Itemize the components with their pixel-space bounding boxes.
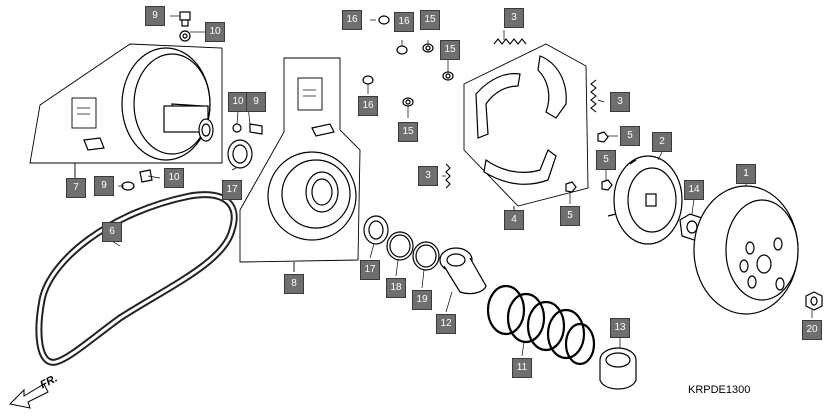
diagram-code: KRPDE1300 bbox=[688, 384, 751, 396]
callout-part-9: 9 bbox=[94, 176, 114, 196]
drive-face bbox=[71, 47, 214, 161]
callout-part-15: 15 bbox=[398, 122, 418, 142]
callout-part-18: 18 bbox=[386, 278, 406, 298]
callout-part-1: 1 bbox=[736, 164, 756, 184]
callout-part-6: 6 bbox=[102, 222, 122, 242]
callout-part-17: 17 bbox=[360, 260, 380, 280]
clutch-shoes bbox=[475, 55, 567, 185]
callout-part-9: 9 bbox=[145, 6, 165, 26]
callout-part-5: 5 bbox=[620, 126, 640, 146]
front-direction-arrow bbox=[8, 383, 49, 409]
collar-12 bbox=[439, 247, 487, 295]
spring-11 bbox=[486, 284, 596, 366]
callout-part-16: 16 bbox=[342, 10, 362, 30]
callout-part-5: 5 bbox=[560, 206, 580, 226]
nut-20 bbox=[805, 291, 823, 311]
callout-part-7: 7 bbox=[66, 178, 86, 198]
callout-part-16: 16 bbox=[358, 96, 378, 116]
driven-face bbox=[267, 77, 357, 241]
bearing-17-left bbox=[227, 139, 253, 169]
callout-part-10: 10 bbox=[164, 168, 184, 188]
callout-part-11: 11 bbox=[512, 358, 532, 378]
callout-part-14: 14 bbox=[684, 180, 704, 200]
callout-part-15: 15 bbox=[440, 40, 460, 60]
callout-part-20: 20 bbox=[802, 320, 822, 340]
driven-pulley-outline bbox=[239, 57, 361, 272]
callout-part-17: 17 bbox=[222, 180, 242, 200]
callout-part-10: 10 bbox=[205, 22, 225, 42]
callout-part-10: 10 bbox=[228, 92, 248, 112]
callout-part-16: 16 bbox=[394, 12, 414, 32]
clutch-nuts bbox=[565, 131, 613, 193]
drive-face-outline bbox=[29, 43, 223, 178]
bearings-and-rings bbox=[363, 215, 440, 271]
callout-part-8: 8 bbox=[284, 274, 304, 294]
callout-part-2: 2 bbox=[652, 132, 672, 152]
collar-13 bbox=[599, 347, 637, 390]
callout-part-3: 3 bbox=[610, 92, 630, 112]
drive-belt bbox=[35, 191, 238, 366]
callout-part-5: 5 bbox=[596, 150, 616, 170]
callout-part-15: 15 bbox=[420, 10, 440, 30]
clutch-springs bbox=[445, 38, 597, 189]
callout-part-13: 13 bbox=[610, 318, 630, 338]
callout-part-3: 3 bbox=[504, 8, 524, 28]
callout-part-3: 3 bbox=[418, 166, 438, 186]
callout-part-4: 4 bbox=[504, 210, 524, 230]
clips-and-washers bbox=[362, 15, 454, 107]
callout-part-19: 19 bbox=[412, 290, 432, 310]
leader-lines bbox=[109, 15, 813, 357]
clutch-plate bbox=[607, 155, 683, 245]
callout-part-9: 9 bbox=[246, 92, 266, 112]
clutch-outer bbox=[693, 185, 799, 315]
callout-part-12: 12 bbox=[436, 314, 456, 334]
